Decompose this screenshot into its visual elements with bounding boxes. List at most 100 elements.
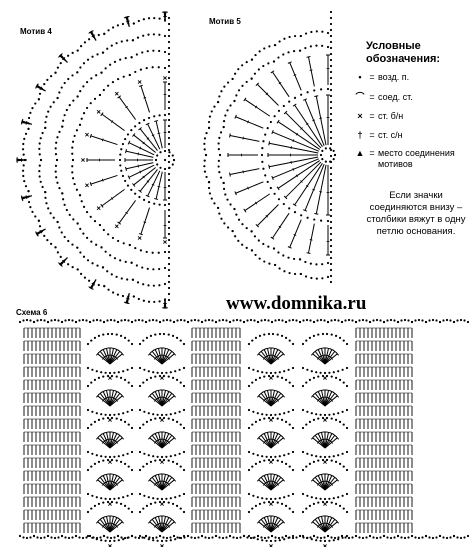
chain-stitch (252, 453, 254, 455)
stitch-top-bar (327, 474, 331, 475)
chain-stitch (262, 168, 264, 170)
single-crochet-stitch (97, 207, 100, 210)
chain-stitch (99, 224, 101, 226)
chain-stitch (102, 501, 104, 503)
chain-stitch (168, 179, 170, 181)
chain-stitch (133, 22, 135, 24)
chain-stitch (153, 203, 155, 205)
chain-stitch (203, 165, 205, 167)
chain-stitch (105, 456, 107, 458)
chain-stitch (111, 375, 113, 377)
chain-stitch (131, 56, 133, 58)
stitch-top-bar (112, 348, 116, 349)
chain-stitch (29, 206, 31, 208)
chain-stitch (294, 273, 296, 275)
chain-stitch (168, 281, 170, 283)
chain-stitch (323, 319, 325, 321)
chain-stitch (289, 381, 291, 383)
chain-stitch (168, 89, 170, 91)
chain-stitch (248, 343, 250, 345)
chain-stitch (449, 536, 451, 538)
chain-stitch (143, 199, 145, 201)
chain-stitch (333, 539, 335, 541)
chain-stitch (266, 414, 268, 416)
chain-stitch (56, 182, 58, 184)
chain-stitch (72, 218, 74, 220)
chain-stitch (96, 53, 98, 55)
chain-stitch (159, 333, 161, 335)
chain-stitch (235, 214, 237, 216)
chain-stitch (142, 507, 144, 509)
chain-stitch (317, 501, 319, 503)
chain-stitch (38, 170, 40, 172)
chain-stitch (248, 409, 250, 411)
chain-stitch (158, 284, 160, 286)
chain-stitch (134, 125, 136, 127)
chain-stitch (197, 319, 199, 321)
chain-stitch (285, 337, 287, 339)
chain-stitch (126, 39, 128, 41)
motif-5-label: Мотив 5 (209, 17, 241, 26)
chain-stitch (134, 193, 136, 195)
chain-stitch (328, 540, 330, 542)
double-crochet-stitch (91, 175, 118, 184)
chain-stitch (158, 50, 160, 52)
chain-stitch (179, 369, 181, 371)
chain-stitch (456, 536, 458, 538)
chain-stitch (116, 333, 118, 335)
chain-stitch (179, 411, 181, 413)
chain-stitch (258, 239, 260, 241)
chain-stitch (113, 456, 115, 458)
chain-stitch (90, 339, 92, 341)
chain-stitch (46, 79, 48, 81)
chain-stitch (331, 333, 333, 335)
single-crochet-stitch (323, 376, 326, 379)
chain-stitch (86, 81, 88, 83)
chain-stitch (90, 423, 92, 425)
chain-stitch (316, 319, 318, 321)
chain-stitch (94, 463, 96, 465)
chain-stitch (47, 207, 49, 209)
chain-stitch (120, 461, 122, 463)
chain-stitch (165, 540, 167, 542)
chain-stitch (79, 90, 81, 92)
chain-stitch (142, 339, 144, 341)
chain-stitch (304, 261, 306, 263)
chain-stitch (54, 72, 56, 74)
chain-stitch (218, 142, 220, 144)
chain-stitch (337, 538, 339, 540)
legend-item-sc: × = ст. б/н (354, 111, 469, 122)
chain-stitch (253, 319, 255, 321)
chain-stitch (208, 537, 210, 539)
chain-stitch (313, 535, 315, 537)
chain-stitch (294, 211, 296, 213)
chain-stitch (390, 319, 392, 321)
chain-stitch (143, 18, 145, 20)
chain-stitch (346, 343, 348, 345)
chain-stitch (87, 343, 89, 345)
chain-stitch (110, 319, 112, 321)
chain-stitch (418, 319, 420, 321)
chain-stitch (248, 427, 250, 429)
chain-stitch (330, 275, 332, 277)
chain-stitch (164, 204, 166, 206)
chain-stitch (322, 501, 324, 503)
chain-stitch (330, 107, 332, 109)
chain-stitch (268, 45, 270, 47)
chain-stitch (98, 34, 100, 36)
double-crochet-stitch (245, 99, 270, 116)
chain-stitch (330, 11, 332, 13)
chain-stitch (50, 319, 52, 321)
stitch-cross-bar (138, 153, 139, 156)
chain-stitch (168, 83, 170, 85)
chain-stitch (154, 417, 156, 419)
chain-stitch (320, 537, 322, 539)
chain-stitch (64, 319, 66, 321)
chain-stitch (168, 203, 170, 205)
chain-stitch (39, 175, 41, 177)
chain-stitch (355, 535, 357, 537)
chain-stitch (106, 270, 108, 272)
chain-stitch (302, 451, 304, 453)
chain-stitch (274, 414, 276, 416)
chain-stitch (330, 53, 332, 55)
